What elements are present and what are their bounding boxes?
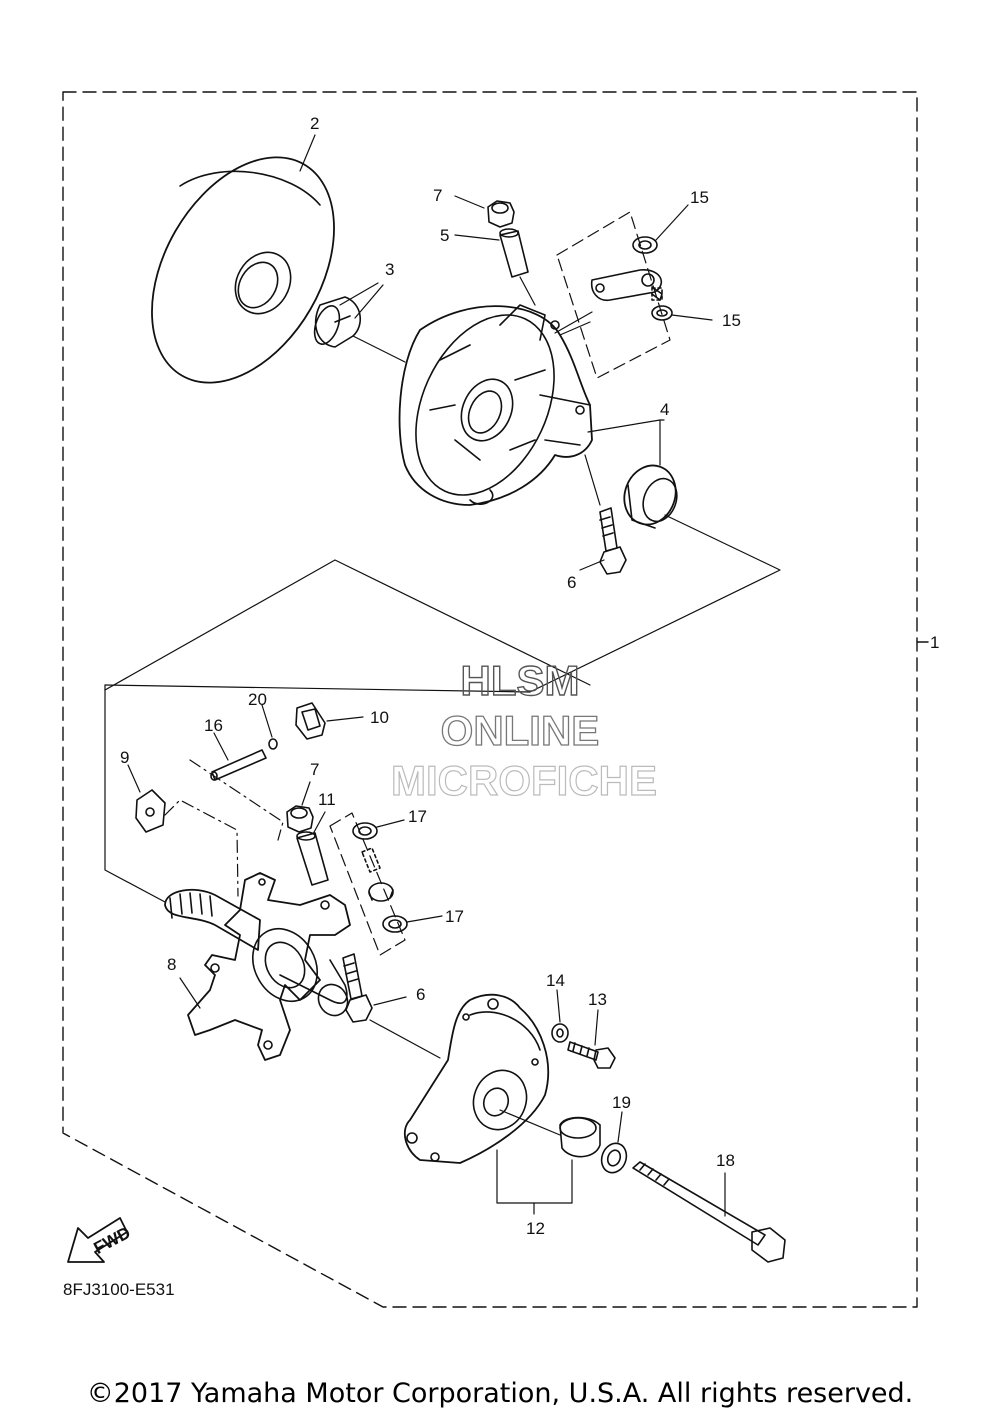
callout-17-upper: 17	[408, 807, 427, 826]
callout-8: 8	[167, 955, 176, 974]
callout-5: 5	[440, 226, 449, 245]
callout-10: 10	[370, 708, 389, 727]
roller-block	[127, 764, 166, 833]
pin-and-ring	[210, 704, 278, 781]
dashed-group-15	[556, 211, 671, 379]
callout-7-upper: 7	[433, 186, 442, 205]
bolt-upper	[579, 454, 627, 575]
callout-6-upper: 6	[567, 573, 576, 592]
watermark-line3: MICROFICHE	[391, 757, 657, 804]
callout-9: 9	[120, 748, 129, 767]
callout-15-upper: 15	[690, 188, 709, 207]
weight-block	[295, 702, 364, 740]
callout-3: 3	[385, 260, 394, 279]
nut-lower	[286, 781, 314, 833]
callout-18: 18	[716, 1151, 735, 1170]
slider-bushing	[623, 464, 678, 529]
dashed-group-17	[329, 812, 406, 956]
movable-sheave	[398, 304, 593, 506]
sheave-disc	[151, 134, 335, 384]
fwd-label: FWD	[91, 1223, 134, 1258]
bolt-lower	[342, 953, 441, 1059]
watermark-line1: HLSM	[461, 657, 580, 704]
callout-11: 11	[318, 790, 336, 809]
watermark-line2: ONLINE	[441, 707, 600, 754]
callout-15-lower: 15	[722, 311, 741, 330]
washer-19	[600, 1111, 628, 1174]
callout-16: 16	[204, 716, 223, 735]
watermark: HLSM ONLINE MICROFICHE	[390, 656, 657, 804]
callout-14: 14	[546, 971, 565, 990]
fwd-arrow	[67, 1217, 128, 1263]
callout-20: 20	[248, 690, 267, 709]
callout-2: 2	[310, 114, 319, 133]
callout-13: 13	[588, 990, 607, 1009]
callout-17-lower: 17	[445, 907, 464, 926]
bushing-pair	[313, 282, 406, 363]
collar-lower	[296, 811, 329, 886]
collar-upper	[454, 228, 536, 306]
assembly-border	[62, 91, 918, 1308]
callout-labels: 1 2 3 4 5 6 6 7 7 8 9 10 11 12 13 14 15 …	[120, 114, 939, 1238]
slider-arm	[554, 204, 713, 334]
nut-upper	[454, 195, 515, 228]
spider-hub	[164, 872, 351, 1061]
copyright-footer: ©2017 Yamaha Motor Corporation, U.S.A. A…	[86, 1378, 914, 1409]
diagram-code: 8FJ3100-E531	[63, 1280, 175, 1299]
callout-12: 12	[526, 1219, 545, 1238]
bearing	[496, 1116, 601, 1215]
callout-6-lower: 6	[416, 985, 425, 1004]
callout-1: 1	[930, 633, 939, 652]
callout-19: 19	[612, 1093, 631, 1112]
end-cover	[403, 993, 561, 1164]
callout-4: 4	[660, 400, 669, 419]
washer-and-bolt	[551, 989, 616, 1069]
long-bolt	[632, 1161, 786, 1263]
washers-17	[352, 819, 443, 933]
callout-7-lower: 7	[310, 760, 319, 779]
